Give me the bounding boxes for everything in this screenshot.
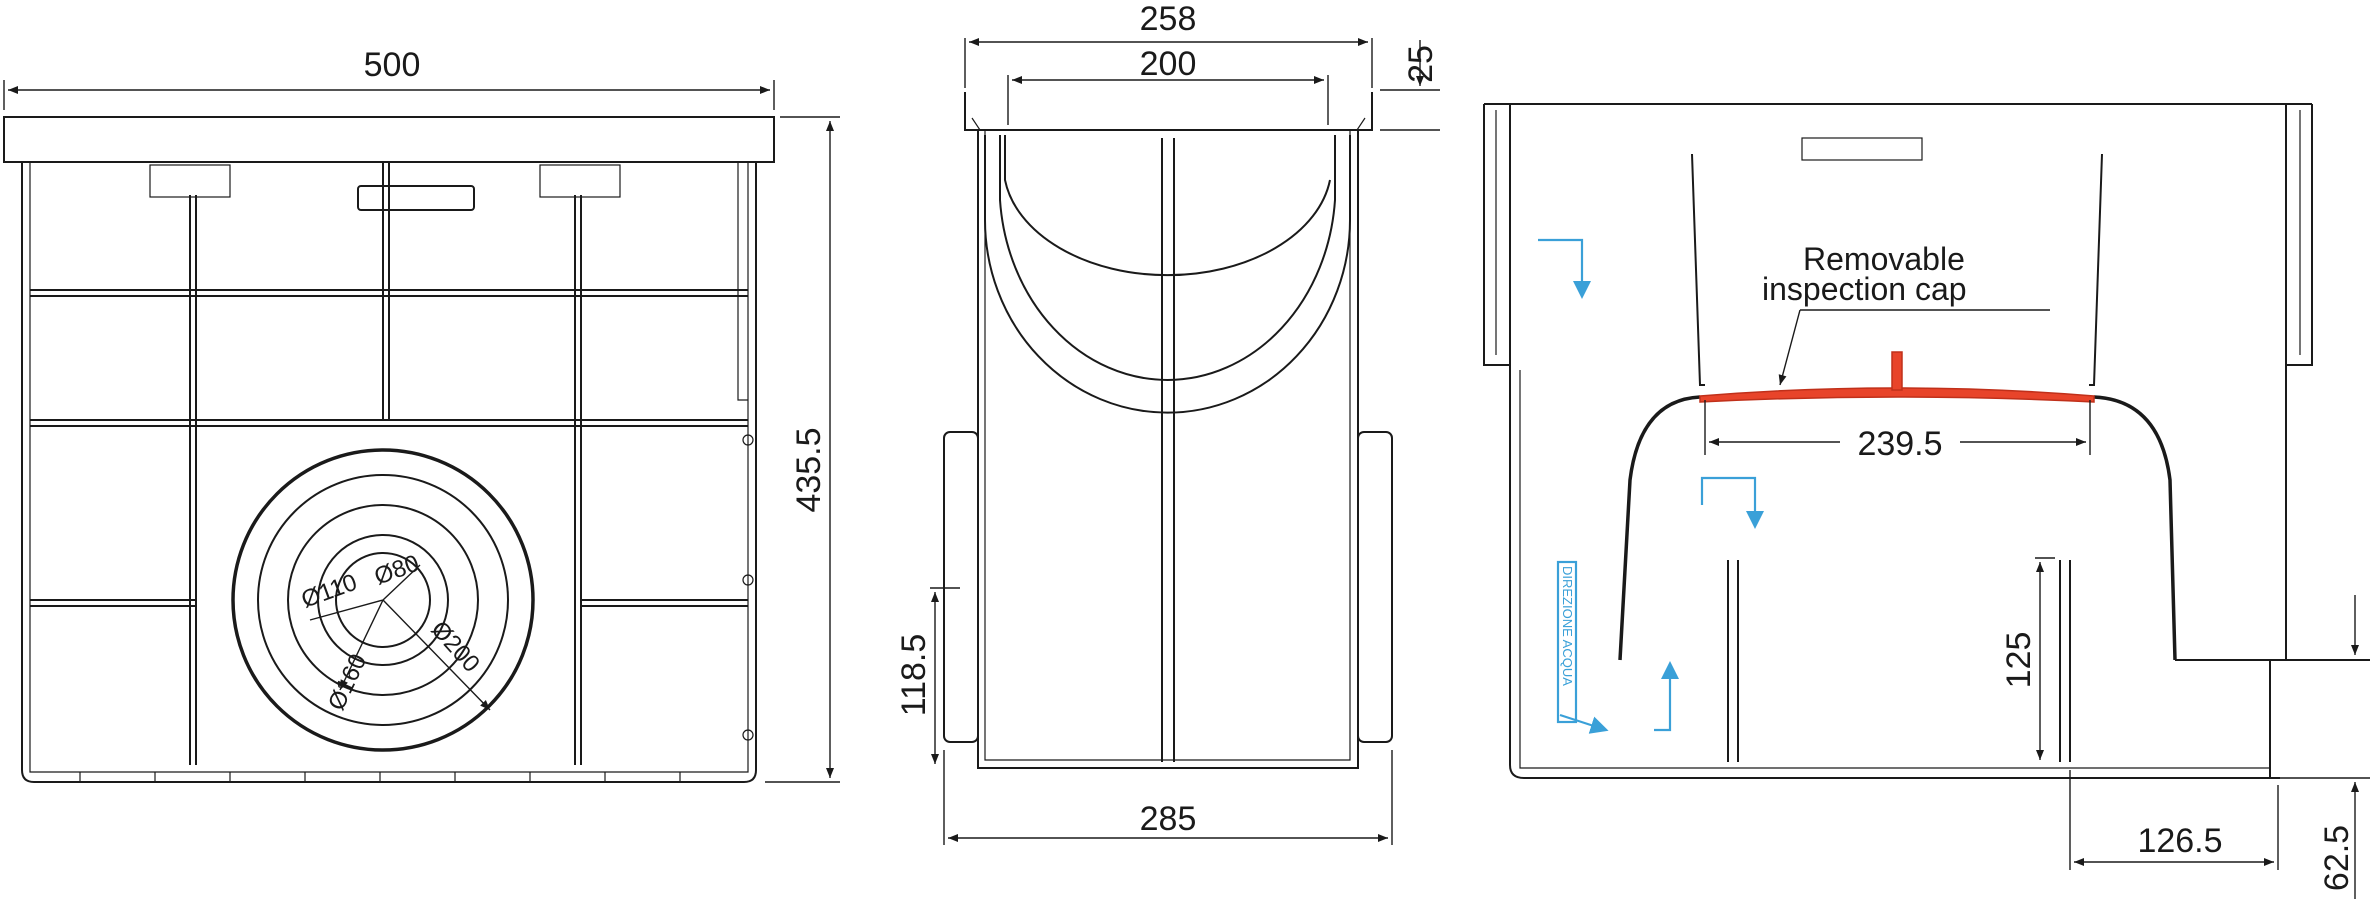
label-diameter-110: Ø110 [298, 569, 361, 614]
section-body-right [2285, 365, 2370, 661]
top-view-right-wall [737, 162, 748, 401]
dim-label-500: 500 [364, 46, 421, 84]
top-view-tab [742, 729, 754, 741]
dim-label-285: 285 [1140, 800, 1197, 838]
section-weir-right [2059, 560, 2071, 762]
front-view-grate [964, 92, 1373, 131]
dim-label-25: 25 [1402, 45, 1440, 83]
dim-label-258: 258 [1140, 0, 1197, 38]
front-view-arc-outer [984, 135, 1351, 414]
top-view-outlet: Ø110 Ø80 Ø160 Ø200 [231, 448, 535, 752]
dim-label-126: 126.5 [2137, 822, 2222, 860]
section-divider-right [2089, 153, 2103, 386]
top-view-grid [30, 162, 748, 765]
top-view-handle [357, 185, 475, 211]
leader-80 [382, 564, 421, 601]
flow-arrow-icon [1559, 713, 1609, 734]
label-diameter-80: Ø80 [371, 550, 423, 591]
front-view-grate-lip [971, 117, 1366, 131]
leader-110 [309, 599, 384, 621]
section-label-plate [1801, 137, 1923, 161]
dim-label-200: 200 [1140, 45, 1197, 83]
outlet-circle-200 [257, 474, 509, 726]
outlet-circle-outer [231, 448, 535, 752]
front-view: 258 200 25 118.5 285 [895, 0, 1440, 845]
front-view-flange-left [943, 431, 979, 743]
flow-arrow-icon [1538, 238, 1591, 299]
section-body-inner [1519, 370, 2270, 769]
label-diameter-160: Ø160 [323, 650, 372, 715]
top-view: Ø110 Ø80 Ø160 Ø200 500 435.5 [3, 46, 840, 783]
section-body-left [1509, 365, 2280, 779]
section-frame-right [2285, 104, 2313, 366]
top-view-bottom-ribs [79, 772, 681, 782]
flow-arrow-icon [1700, 476, 1764, 529]
flow-arrow-icon [1654, 661, 1679, 732]
top-view-body [21, 162, 757, 783]
label-diameter-200: Ø200 [426, 616, 485, 678]
note-cap-line2: inspection cap [1762, 271, 1967, 307]
section-view: Removable inspection cap 239.5 125 126.5… [1483, 103, 2370, 899]
dim-label-118: 118.5 [895, 634, 933, 717]
note-cap-line1: Removable [1803, 241, 1965, 277]
section-weir-left [1727, 560, 1739, 762]
dim-label-125: 125 [2000, 632, 2038, 689]
section-frame-left [1483, 104, 1511, 366]
front-view-inner [984, 130, 1351, 761]
inspection-cap-handle [1891, 351, 1903, 391]
front-view-arc-inner [1004, 135, 1331, 277]
inspection-cap [1699, 387, 2095, 403]
top-view-grate-frame [3, 116, 775, 163]
outlet-circle-110 [317, 534, 449, 666]
dim-label-62: 62.5 [2318, 825, 2356, 891]
leader-200 [382, 599, 491, 711]
front-view-body [977, 130, 1359, 769]
section-bowl-right [2093, 395, 2177, 661]
dim-label-239: 239.5 [1857, 425, 1942, 463]
front-view-flange-right [1357, 431, 1393, 743]
top-view-tab [742, 574, 754, 586]
top-view-tab [742, 434, 754, 446]
leader-160 [339, 599, 384, 691]
outlet-circle-160 [287, 504, 479, 696]
top-view-clip-left [149, 164, 231, 198]
flow-direction-text: DIREZIONE ACQUA [1560, 566, 1575, 686]
section-bowl-left [1618, 395, 1701, 661]
front-view-arc-mid [999, 135, 1336, 381]
note-leader [1778, 309, 1801, 386]
section-divider-left [1691, 153, 1705, 386]
top-view-clip-right [539, 164, 621, 198]
flow-direction-box [1556, 560, 1578, 724]
section-frame-inner [1495, 110, 2301, 355]
outlet-circle-80 [335, 552, 431, 648]
top-view-inner-wall [29, 162, 749, 773]
dim-label-435: 435.5 [790, 427, 828, 512]
